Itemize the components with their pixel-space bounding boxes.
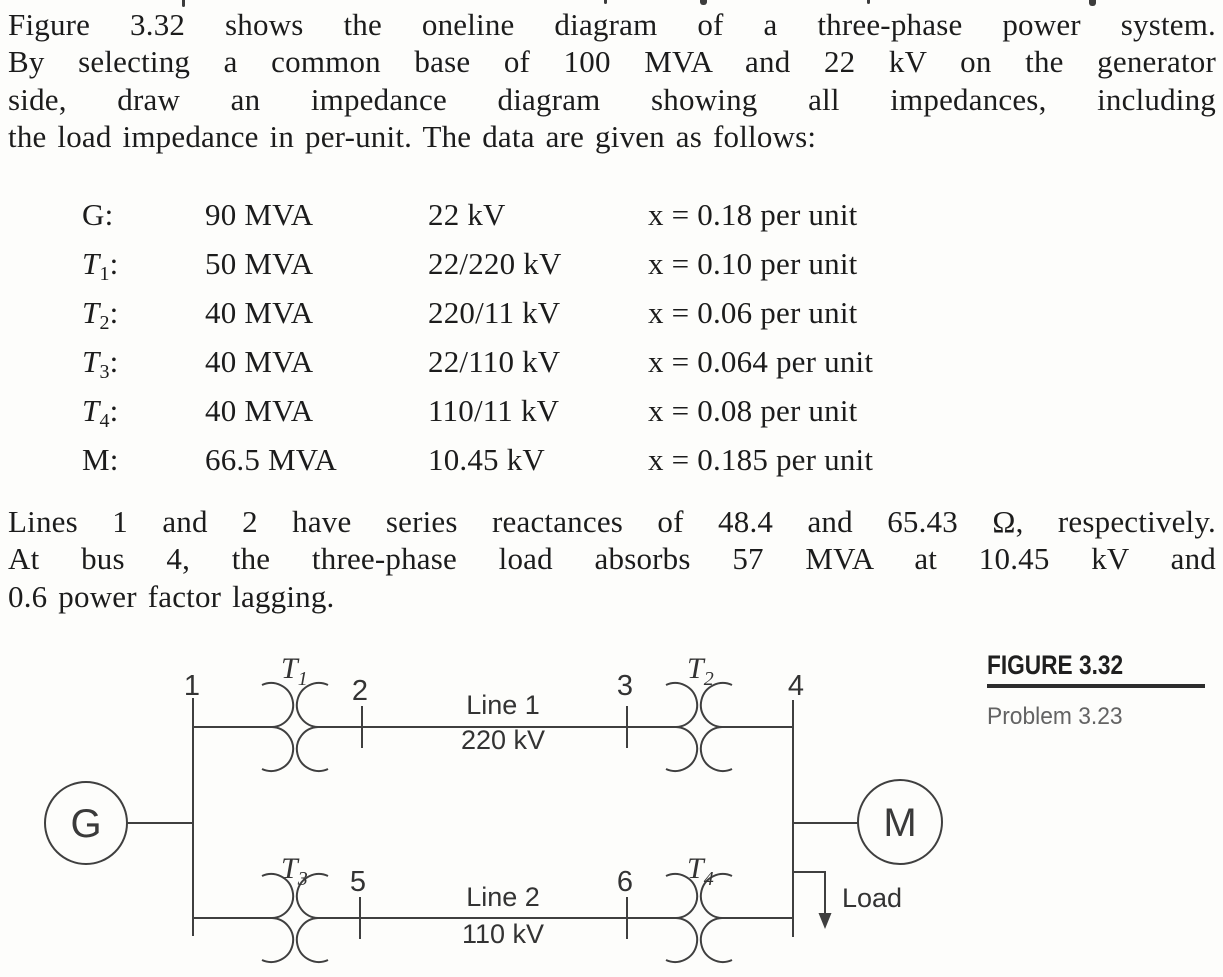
transformer-t1-label: T1	[281, 652, 308, 690]
clipped-text-fragment	[1089, 0, 1096, 6]
rating-value: 40 MVA	[205, 344, 314, 379]
transformer-t3-symbol	[261, 873, 329, 963]
paragraph-line: side, draw an impedance diagram showing …	[8, 81, 1216, 117]
reactance-value: x = 0.185 per unit	[648, 442, 874, 477]
bus3-label: 3	[617, 670, 633, 702]
voltage-value: 22/220 kV	[428, 246, 562, 281]
line2-voltage-label: 110 kV	[462, 919, 544, 949]
load-label: Load	[842, 883, 902, 913]
paragraph-line: Figure 3.32 shows the oneline diagram of…	[8, 7, 1216, 42]
figure-caption-title: FIGURE 3.32	[987, 650, 1124, 680]
voltage-value: 22 kV	[428, 197, 506, 232]
table-row: M: 66.5 MVA 10.45 kV x = 0.185 per unit	[0, 435, 1160, 484]
reactance-value: x = 0.18 per unit	[648, 197, 858, 232]
transformer-t2-symbol	[665, 682, 733, 772]
voltage-value: 110/11 kV	[428, 393, 560, 428]
rating-value: 40 MVA	[205, 295, 314, 330]
line2-label: Line 2	[466, 882, 540, 912]
equipment-label: T3:	[82, 344, 119, 383]
bus6-label: 6	[617, 866, 633, 898]
rating-value: 66.5 MVA	[205, 442, 337, 477]
clipped-text-fragment	[700, 0, 707, 5]
equipment-label: G:	[82, 197, 114, 232]
voltage-value: 22/110 kV	[428, 344, 561, 379]
clipped-text-fragment	[182, 0, 185, 7]
paragraph-line: the load impedance in per-unit. The data…	[8, 119, 817, 155]
transformer-t2-label: T2	[687, 652, 714, 690]
table-row: G: 90 MVA 22 kV x = 0.18 per unit	[0, 190, 1160, 239]
voltage-value: 220/11 kV	[428, 295, 561, 330]
paragraph-line: At bus 4, the three-phase load absorbs 5…	[8, 541, 1216, 577]
line1-label: Line 1	[466, 690, 540, 720]
table-row: T4: 40 MVA 110/11 kV x = 0.08 per unit	[0, 386, 1160, 435]
figure-caption-subtitle: Problem 3.23	[987, 703, 1123, 730]
bus5-label: 5	[350, 866, 366, 898]
reactance-value: x = 0.064 per unit	[648, 344, 874, 379]
bus1-label: 1	[184, 670, 200, 702]
transformer-t3-label: T3	[281, 852, 308, 890]
clipped-text-fragment	[867, 0, 870, 4]
equipment-label: T4:	[82, 393, 119, 432]
reactance-value: x = 0.08 per unit	[648, 393, 858, 428]
bus2-label: 2	[352, 675, 368, 707]
rating-value: 40 MVA	[205, 393, 314, 428]
reactance-value: x = 0.06 per unit	[648, 295, 858, 330]
table-row: T3: 40 MVA 22/110 kV x = 0.064 per unit	[0, 337, 1160, 386]
motor-symbol	[857, 779, 943, 865]
paragraph-line: By selecting a common base of 100 MVA an…	[8, 44, 1216, 80]
bus4-label: 4	[788, 670, 804, 702]
load-feeder-line	[793, 871, 826, 915]
paragraph-line: 0.6 power factor lagging.	[8, 578, 335, 614]
equipment-label: T1:	[82, 246, 119, 285]
transformer-t4-label: T4	[687, 852, 714, 890]
rating-value: 90 MVA	[205, 197, 314, 232]
table-row: T1: 50 MVA 22/220 kV x = 0.10 per unit	[0, 239, 1160, 288]
table-row: T2: 40 MVA 220/11 kV x = 0.06 per unit	[0, 288, 1160, 337]
equipment-label: M:	[82, 442, 119, 477]
paragraph-line: Lines 1 and 2 have series reactances of …	[8, 504, 1216, 539]
line1-voltage-label: 220 kV	[461, 725, 545, 755]
generator-label: G	[70, 802, 101, 846]
caption-rule	[987, 684, 1205, 688]
clipped-text-fragment	[604, 0, 607, 4]
load-arrow-icon	[818, 913, 832, 929]
rating-value: 50 MVA	[205, 246, 314, 281]
equipment-label: T2:	[82, 295, 119, 334]
reactance-value: x = 0.10 per unit	[648, 246, 858, 281]
oneline-diagram: G 1 T1 2 Line 1 220 kV 3	[44, 652, 943, 963]
transformer-t4-symbol	[665, 873, 733, 963]
voltage-value: 10.45 kV	[428, 442, 545, 477]
transformer-t1-symbol	[261, 682, 329, 772]
motor-label: M	[883, 801, 916, 845]
